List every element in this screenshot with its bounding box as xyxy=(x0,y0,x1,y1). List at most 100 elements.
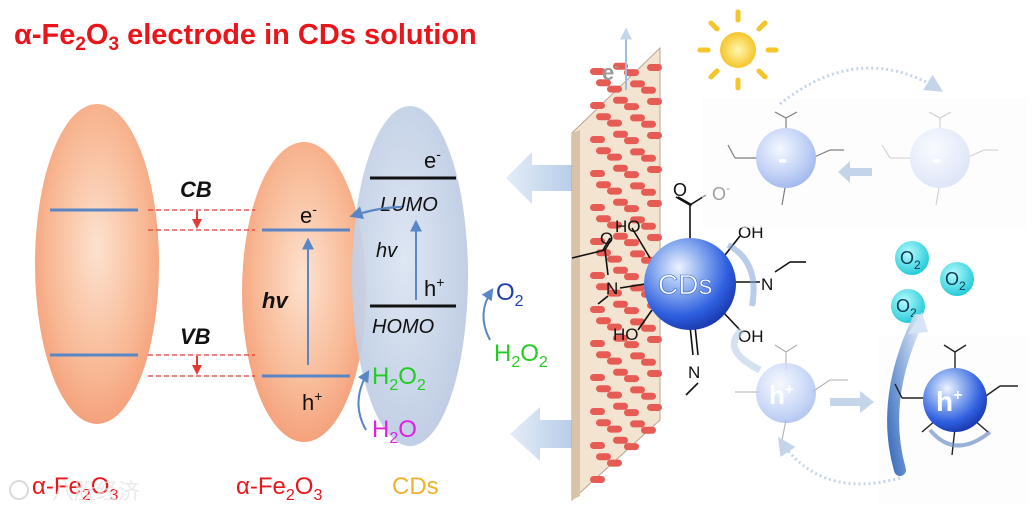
fe2o3-brick xyxy=(596,147,611,155)
flow-arrow-bottom xyxy=(510,407,572,461)
fe2o3-brick xyxy=(641,392,656,400)
fe2o3-brick xyxy=(624,239,639,247)
o2-label-center: O2 xyxy=(496,279,524,310)
fe2o3-brick xyxy=(596,419,611,427)
fe2o3-brick xyxy=(647,165,662,173)
fe2o3-brick xyxy=(590,102,605,109)
electron-label-cds: e- xyxy=(424,146,441,173)
fe2o3-brick xyxy=(624,137,639,145)
ho-label-bottom: HO xyxy=(613,325,639,344)
electrode-edge xyxy=(572,130,580,500)
fe2o3-brick xyxy=(607,153,622,161)
fe2o3-brick xyxy=(641,188,656,196)
fe2o3-brick xyxy=(596,215,611,223)
fe2o3-brick xyxy=(590,272,605,279)
fe2o3-brick xyxy=(630,420,645,428)
fe2o3-brick xyxy=(607,119,622,127)
label-fe2o3-left: α-Fe2O3 xyxy=(32,473,118,504)
fe2o3-brick xyxy=(630,114,645,122)
fe2o3-brick xyxy=(641,222,656,230)
fe2o3-brick xyxy=(647,131,662,139)
fe2o3-brick xyxy=(590,374,605,381)
o2-bubble xyxy=(940,262,974,296)
fe2o3-brick xyxy=(596,79,611,87)
fe2o3-brick xyxy=(641,358,656,366)
fe2o3-brick xyxy=(647,403,662,411)
fe2o3-brick xyxy=(607,357,622,365)
fe2o3-brick xyxy=(647,233,662,241)
fe2o3-brick xyxy=(590,340,605,347)
cds-oxidized-sphere xyxy=(923,368,987,432)
fe2o3-brick xyxy=(613,198,628,206)
fe2o3-brick xyxy=(630,216,645,224)
cds-reduced-sphere xyxy=(756,128,816,188)
vb-label: VB xyxy=(180,324,211,349)
cds-glow-arc xyxy=(726,242,757,307)
fe2o3-brick xyxy=(624,307,639,315)
carbonyl-o-label: O xyxy=(673,180,687,200)
fe2o3-brick xyxy=(613,266,628,274)
cds-molecule-main xyxy=(571,194,806,396)
fe2o3-brick xyxy=(630,80,645,88)
fe2o3-brick xyxy=(596,385,611,393)
fe2o3-brick xyxy=(641,120,656,128)
fe2o3-ellipse-left xyxy=(35,104,159,424)
watermark: 八股经济 xyxy=(9,479,140,504)
cds-oxidized-glow xyxy=(928,428,992,448)
fe2o3-brick xyxy=(647,199,662,207)
fe2o3-brick xyxy=(596,283,611,291)
o2-bubble-label: O2 xyxy=(896,296,917,320)
fe2o3-brick xyxy=(641,426,656,434)
h2o-to-h2o2-arrow xyxy=(357,369,370,431)
oh-label-bottom: OH xyxy=(738,327,764,346)
recycle-arc-top xyxy=(779,66,944,106)
fe2o3-brick xyxy=(641,154,656,162)
fe2o3-brick xyxy=(624,443,639,451)
fe2o3-brick xyxy=(624,409,639,417)
fe2o3-brick xyxy=(613,334,628,342)
fe2o3-brick xyxy=(647,369,662,377)
hv-label-fe2o3: hv xyxy=(262,288,289,313)
fe2o3-brick xyxy=(624,69,639,77)
fe2o3-brick xyxy=(624,103,639,111)
label-cds: CDs xyxy=(392,473,439,500)
cds-sphere-main xyxy=(644,238,736,330)
cb-label: CB xyxy=(180,177,212,202)
fe2o3-brick xyxy=(613,96,628,104)
fe2o3-brick xyxy=(630,386,645,394)
o2-bubble xyxy=(895,241,929,275)
fe2o3-brick xyxy=(630,250,645,258)
fe2o3-brick xyxy=(607,255,622,263)
fe2o3-brick xyxy=(647,97,662,105)
fe2o3-brick xyxy=(613,232,628,240)
reduced-flow-arrow xyxy=(838,161,872,183)
fe2o3-brick xyxy=(607,187,622,195)
fe2o3-ellipse-center xyxy=(242,142,366,442)
fe2o3-brick xyxy=(607,425,622,433)
fe2o3-brick xyxy=(613,164,628,172)
fe2o3-brick xyxy=(596,317,611,325)
reduced-panel xyxy=(702,98,1027,228)
cds-ghost-sphere xyxy=(910,128,970,188)
fe2o3-brick xyxy=(607,459,622,467)
fe2o3-brick xyxy=(607,289,622,297)
label-fe2o3-center: α-Fe2O3 xyxy=(236,473,322,504)
fe2o3-brick xyxy=(641,86,656,94)
cds-ghost-minus: - xyxy=(932,143,941,174)
h2o2-label-right: H2O2 xyxy=(494,340,548,371)
ho-label-top: HO xyxy=(615,217,641,236)
sun-icon xyxy=(697,9,779,91)
cds-reduced-minus: - xyxy=(778,143,787,174)
fe2o3-brick xyxy=(590,306,605,313)
hole-transfer-arrow xyxy=(730,327,762,374)
fe2o3-brick xyxy=(630,182,645,190)
fe2o3-brick xyxy=(590,408,605,415)
cds-ellipse xyxy=(352,106,468,446)
fe2o3-brick xyxy=(590,136,605,143)
fe2o3-brick xyxy=(624,171,639,179)
o2-release-swirl xyxy=(887,314,924,476)
n-label-left: N xyxy=(606,279,618,298)
fe2o3-brick xyxy=(613,300,628,308)
o2-bubble-label: O2 xyxy=(900,248,921,272)
